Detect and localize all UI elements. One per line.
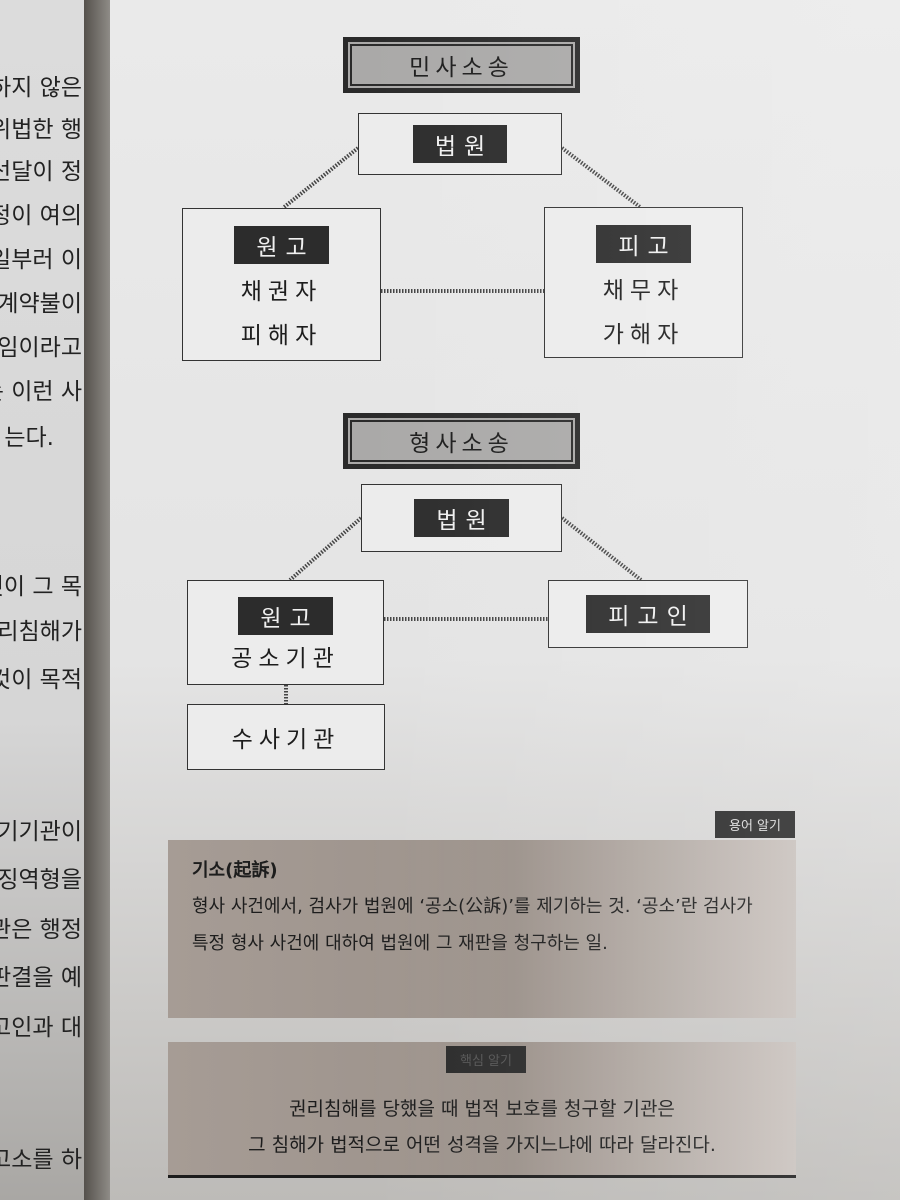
term-box: 기소(起訴) 형사 사건에서, 검사가 법원에 ‘공소(公訴)’를 제기하는 것… xyxy=(168,840,796,1018)
connector-line xyxy=(281,146,360,210)
left-line: 징역형을 xyxy=(0,867,82,893)
connector-line xyxy=(560,516,643,582)
left-line: 것이 목적 xyxy=(0,667,82,693)
defendant-label: 피고 xyxy=(596,225,691,263)
term-heading: 기소(起訴) xyxy=(192,860,278,881)
left-line: 일부러 이 xyxy=(0,247,82,273)
criminal-plaintiff-box: 원고 공소기관 xyxy=(187,580,384,685)
term-definition: 형사 사건에서, 검사가 법원에 ‘공소(公訴)’를 제기하는 것. ‘공소’란… xyxy=(192,896,753,954)
civil-defendant-box: 피고 채무자 가해자 xyxy=(544,207,743,358)
left-page: 하지 않은 위법한 행 선달이 정 정이 여의 일부러 이 계약불이 서임이라고… xyxy=(0,0,84,1200)
connector-line xyxy=(560,146,642,209)
civil-court-box: 법원 xyxy=(358,113,562,175)
defendant-role: 채무자 xyxy=(602,278,685,304)
key-line: 권리침해를 당했을 때 법적 보호를 청구할 기관은 xyxy=(289,1098,675,1120)
left-line: 는 이런 사 xyxy=(0,379,82,405)
left-line: 는다. xyxy=(4,425,54,451)
prosecution-agency: 공소기관 xyxy=(231,646,340,672)
key-line: 그 침해가 법적으로 어떤 성격을 가지느냐에 따라 달라진다. xyxy=(248,1134,716,1156)
left-line: 서임이라고 xyxy=(0,335,82,361)
left-line: 선달이 정 xyxy=(0,159,82,185)
left-line: 고소를 하 xyxy=(0,1147,82,1173)
criminal-suit-title: 형사소송 xyxy=(343,413,580,469)
plaintiff-label: 원고 xyxy=(234,226,329,264)
left-line: 제기기관이 xyxy=(0,819,82,845)
left-line: 계약불이 xyxy=(0,291,82,317)
left-line: 것이 그 목 xyxy=(0,574,82,600)
criminal-court-box: 법원 xyxy=(361,484,562,552)
accused-label: 피고인 xyxy=(586,595,710,633)
investigation-agency-box: 수사기관 xyxy=(187,704,385,770)
investigation-agency-label: 수사기관 xyxy=(231,727,341,753)
left-line: 위법한 행 xyxy=(0,117,82,143)
plaintiff-role: 피해자 xyxy=(240,323,323,349)
connector-line xyxy=(288,516,363,582)
left-line: 하지 않은 xyxy=(0,75,82,101)
left-line: 기관은 행정 xyxy=(0,917,82,943)
key-tag: 핵심 알기 xyxy=(446,1046,526,1073)
left-line: 정이 여의 xyxy=(0,203,82,229)
civil-suit-title: 민사소송 xyxy=(343,37,580,93)
court-label: 법원 xyxy=(412,125,508,163)
term-tag: 용어 알기 xyxy=(715,811,795,838)
defendant-role: 가해자 xyxy=(602,322,685,348)
left-line: 권리침해가 xyxy=(0,619,82,645)
left-line: 판결을 예 xyxy=(0,965,82,991)
court-label: 법원 xyxy=(414,499,509,537)
plaintiff-label: 원고 xyxy=(238,597,333,635)
criminal-defendant-box: 피고인 xyxy=(548,580,748,648)
key-box: 핵심 알기 권리침해를 당했을 때 법적 보호를 청구할 기관은 그 침해가 법… xyxy=(168,1042,796,1178)
plaintiff-role: 채권자 xyxy=(240,279,323,305)
civil-plaintiff-box: 원고 채권자 피해자 xyxy=(182,208,381,361)
left-line: 피고인과 대 xyxy=(0,1015,82,1041)
